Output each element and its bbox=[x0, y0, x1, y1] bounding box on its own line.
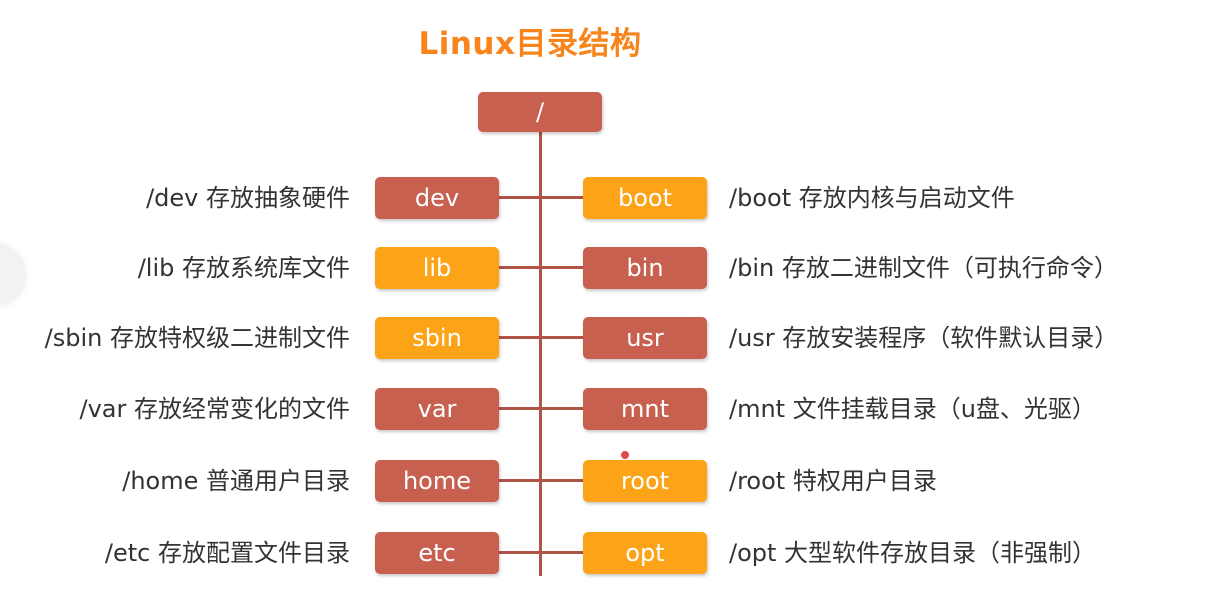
branch-line-dev-boot bbox=[498, 196, 584, 199]
dir-box-root: root bbox=[583, 460, 707, 502]
dir-desc-dev: /dev 存放抽象硬件 bbox=[146, 184, 350, 212]
dir-desc-var: /var 存放经常变化的文件 bbox=[79, 395, 351, 423]
branch-line-lib-bin bbox=[498, 266, 584, 269]
dir-desc-root: /root 特权用户目录 bbox=[729, 467, 937, 495]
dir-desc-opt: /opt 大型软件存放目录（非强制） bbox=[729, 539, 1097, 567]
dir-box-etc: etc bbox=[375, 532, 499, 574]
dir-desc-boot: /boot 存放内核与启动文件 bbox=[729, 184, 1015, 212]
root-directory-box: / bbox=[478, 92, 602, 132]
dir-desc-mnt: /mnt 文件挂载目录（u盘、光驱） bbox=[729, 395, 1096, 423]
branch-line-sbin-usr bbox=[498, 336, 584, 339]
dir-desc-bin: /bin 存放二进制文件（可执行命令） bbox=[729, 254, 1118, 282]
dir-box-usr: usr bbox=[583, 317, 707, 359]
diagram-title: Linux目录结构 bbox=[418, 26, 642, 62]
dir-box-lib: lib bbox=[375, 247, 499, 289]
dir-box-dev: dev bbox=[375, 177, 499, 219]
branch-line-var-mnt bbox=[498, 407, 584, 410]
dir-box-sbin: sbin bbox=[375, 317, 499, 359]
dir-desc-sbin: /sbin 存放特权级二进制文件 bbox=[44, 324, 350, 352]
dir-box-bin: bin bbox=[583, 247, 707, 289]
tree-trunk-line bbox=[539, 130, 542, 576]
dir-desc-usr: /usr 存放安装程序（软件默认目录） bbox=[729, 324, 1119, 352]
branch-line-etc-opt bbox=[498, 551, 584, 554]
dir-box-var: var bbox=[375, 388, 499, 430]
side-panel-tab[interactable] bbox=[0, 246, 24, 304]
dir-box-opt: opt bbox=[583, 532, 707, 574]
dir-box-home: home bbox=[375, 460, 499, 502]
dir-desc-lib: /lib 存放系统库文件 bbox=[137, 254, 350, 282]
dir-desc-home: /home 普通用户目录 bbox=[122, 467, 350, 495]
dir-desc-etc: /etc 存放配置文件目录 bbox=[104, 539, 350, 567]
dir-box-boot: boot bbox=[583, 177, 707, 219]
dir-box-mnt: mnt bbox=[583, 388, 707, 430]
branch-line-home-root bbox=[498, 479, 584, 482]
cursor-dot bbox=[621, 451, 629, 459]
